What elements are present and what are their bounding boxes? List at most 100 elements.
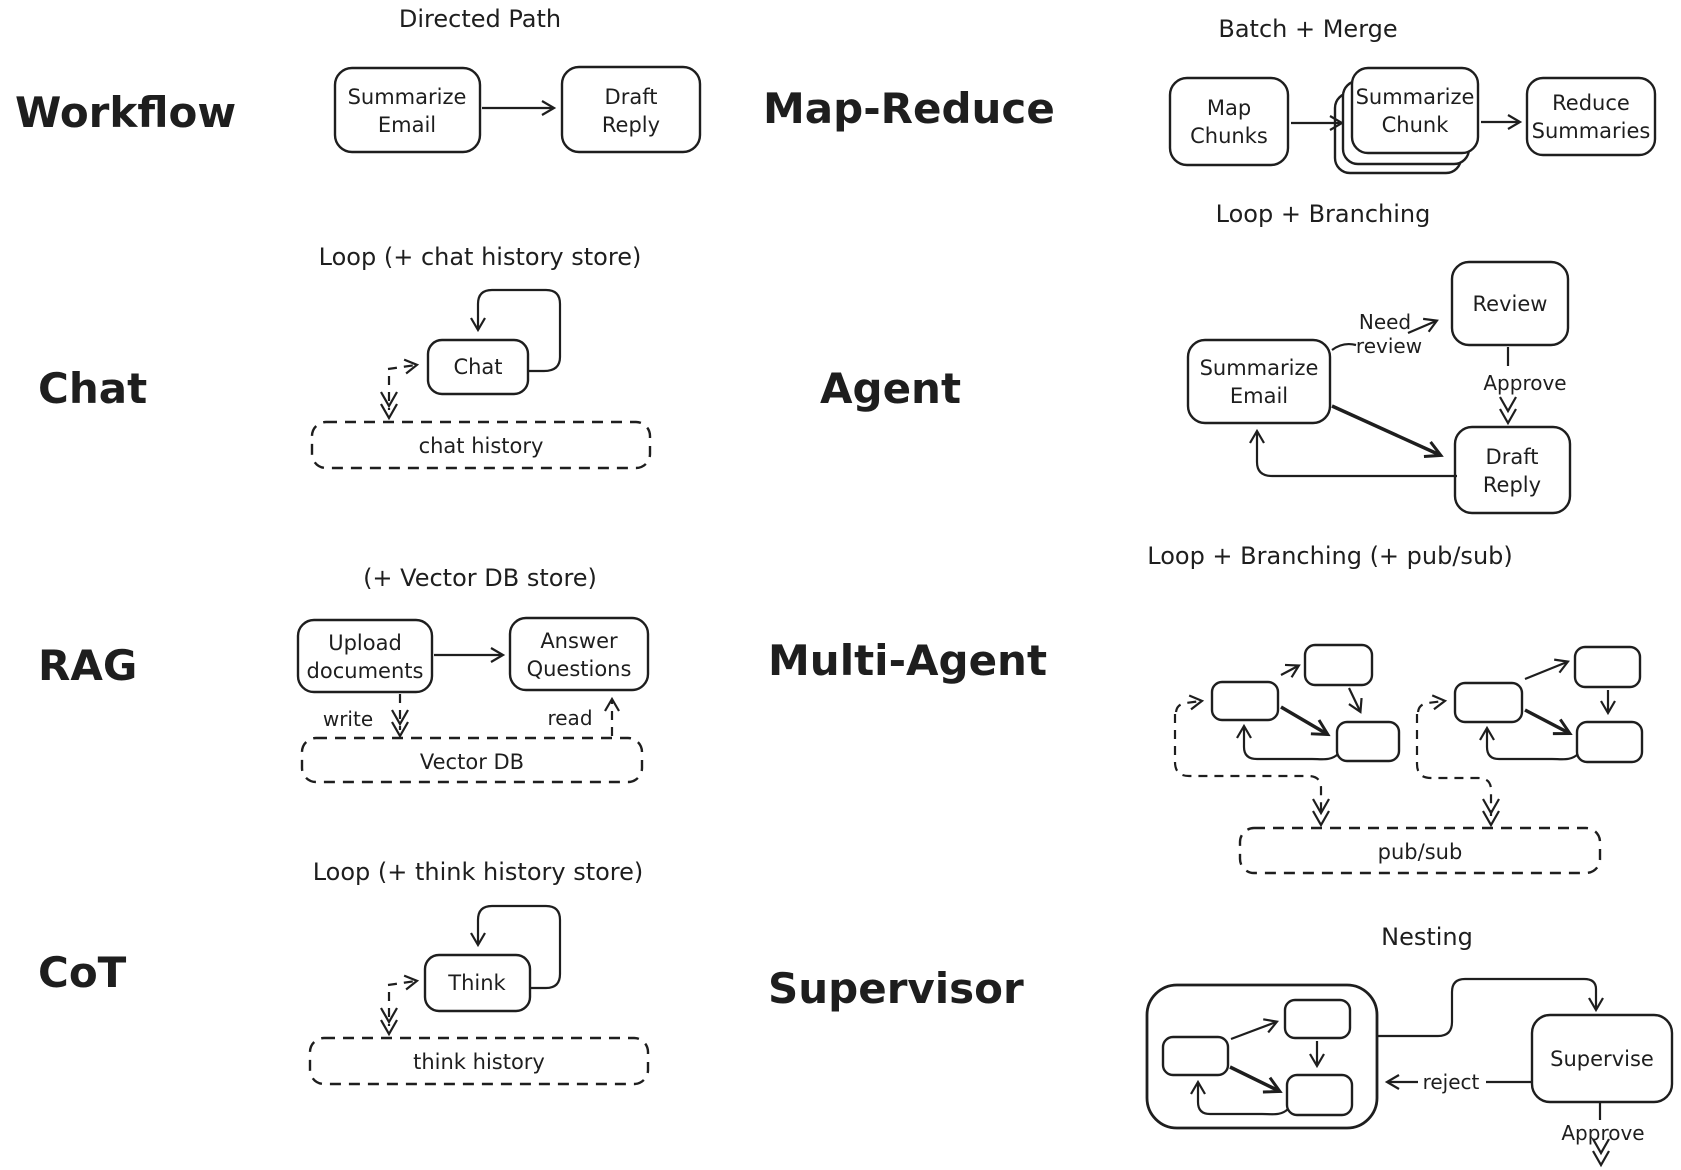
store-think-history-line1: think history: [413, 1050, 545, 1074]
node-summarize-email-line1: Summarize: [348, 85, 467, 109]
panel-cot: CoT Loop (+ think history store) Think t…: [38, 858, 650, 1086]
cluster2-arrow-a-b: [1524, 658, 1570, 681]
chat-self-loop-arrow: [470, 288, 562, 373]
cluster1-node-b: [1303, 643, 1374, 687]
node-chat-line1: Chat: [453, 355, 502, 379]
agent-need-review-label-line2: review: [1356, 334, 1422, 358]
cluster1-arrow-b-c: [1348, 687, 1363, 714]
agent-need-review-label-line1: Need: [1359, 310, 1411, 334]
cluster1-node-c: [1335, 720, 1401, 763]
cluster2-pubsub-dashed-line: [1415, 714, 1493, 816]
cot-entry-dashed-arrow: [387, 974, 420, 991]
rag-read-label: read: [547, 706, 592, 730]
supervisor-exit-arrow: [1378, 977, 1604, 1038]
node-reduce-summaries-line1: Reduce: [1552, 91, 1630, 115]
node-draft-reply-line2: Reply: [602, 113, 660, 137]
store-pub-sub: [1238, 826, 1602, 875]
chat-entry-dashed-arrow: [387, 358, 420, 375]
cluster1-entry-dashed-arrow: [1174, 694, 1205, 713]
chat-label: Chat: [38, 364, 147, 413]
rag-title: (+ Vector DB store): [363, 564, 597, 592]
node-summarize-chunk: [1350, 66, 1480, 155]
node-answer-questions: [508, 616, 650, 692]
cluster2-arrow-a-c: [1524, 708, 1573, 736]
chat-title: Loop (+ chat history store): [319, 243, 642, 271]
node-chat: [426, 338, 530, 396]
workflow-title: Directed Path: [399, 5, 561, 33]
cluster1-pubsub-dashed-line: [1173, 714, 1323, 816]
node-upload-documents: [296, 618, 434, 694]
nested-arrow-a-c: [1229, 1065, 1283, 1094]
cluster1-arrow-a-b: [1280, 663, 1301, 678]
map-reduce-label: Map-Reduce: [763, 84, 1055, 133]
supervisor-approve-label: Approve: [1561, 1121, 1644, 1145]
node-summarize-chunk-line1: Summarize: [1356, 85, 1475, 109]
node-think-line1: Think: [447, 971, 506, 995]
panel-agent: Agent Loop + Branching Summarize Email R…: [820, 200, 1572, 515]
agent-title: Loop + Branching: [1216, 200, 1431, 228]
panel-supervisor: Supervisor Nesting Supervise reject Appr…: [768, 923, 1674, 1167]
cluster1-node-a: [1210, 680, 1280, 722]
node-upload-documents-line2: documents: [307, 659, 424, 683]
node-agent-summarize-email: [1186, 338, 1332, 425]
store-chat-history-line1: chat history: [419, 434, 544, 458]
multi-agent-cluster-left: [1173, 643, 1401, 827]
node-upload-documents-line1: Upload: [328, 631, 402, 655]
multi-agent-label: Multi-Agent: [768, 636, 1047, 685]
node-reduce-summaries-line2: Summaries: [1532, 119, 1651, 143]
store-think-history: [308, 1036, 650, 1086]
node-map-chunks-line1: Map: [1207, 96, 1251, 120]
panel-map-reduce: Map-Reduce Batch + Merge Map Chunks Summ…: [763, 15, 1657, 175]
rag-label: RAG: [38, 641, 137, 690]
rag-write-label: write: [323, 707, 373, 731]
agent-approve-label: Approve: [1483, 371, 1566, 395]
cluster1-arrow-a-c: [1280, 705, 1331, 737]
cluster2-node-c: [1575, 720, 1644, 764]
node-summarize-chunk-line2: Chunk: [1382, 113, 1450, 137]
cot-title: Loop (+ think history store): [313, 858, 644, 886]
node-agent-draft-reply: [1453, 425, 1572, 515]
agent-loop-back-arrow: [1249, 428, 1457, 478]
nested-arrow-a-b: [1230, 1018, 1279, 1041]
cluster2-node-a: [1453, 681, 1524, 724]
node-agent-draft-reply-line2: Reply: [1483, 473, 1541, 497]
agent-approve-arrowhead: [1498, 395, 1518, 425]
cluster2-node-b: [1573, 645, 1642, 689]
node-summarize-email-line2: Email: [378, 113, 436, 137]
node-supervise-line1: Supervise: [1550, 1047, 1654, 1071]
panel-chat: Chat Loop (+ chat history store) Chat ch…: [38, 243, 652, 470]
store-pub-sub-line1: pub/sub: [1378, 840, 1463, 864]
agent-label: Agent: [820, 364, 961, 413]
workflow-label: Workflow: [15, 88, 236, 137]
node-agent-review: [1450, 260, 1570, 347]
agent-need-review-arrow: [1407, 317, 1439, 335]
agent-need-review-leader: [1331, 342, 1357, 351]
nested-node-b: [1283, 998, 1352, 1040]
store-vector-db-line1: Vector DB: [420, 750, 524, 774]
node-agent-summarize-email-line2: Email: [1230, 384, 1288, 408]
node-answer-questions-line2: Questions: [527, 657, 632, 681]
map-reduce-title: Batch + Merge: [1218, 15, 1397, 43]
node-think: [423, 953, 532, 1013]
node-supervise: [1530, 1013, 1674, 1104]
node-reduce-summaries: [1525, 76, 1657, 157]
store-chat-history: [310, 420, 652, 470]
node-agent-draft-reply-line1: Draft: [1486, 445, 1539, 469]
store-vector-db: [300, 736, 644, 784]
supervisor-reject-label: reject: [1423, 1070, 1480, 1094]
cluster2-entry-dashed-arrow: [1416, 694, 1448, 713]
cluster1-loop-back-arrow: [1236, 723, 1339, 761]
multi-agent-cluster-right: [1415, 645, 1644, 827]
supervisor-label: Supervisor: [768, 964, 1024, 1013]
supervisor-title: Nesting: [1381, 923, 1473, 951]
node-map-chunks: [1168, 76, 1290, 167]
node-agent-summarize-email-line1: Summarize: [1200, 356, 1319, 380]
node-draft-reply: [560, 65, 702, 154]
panel-multi-agent: Multi-Agent Loop + Branching (+ pub/sub): [768, 542, 1644, 875]
multi-agent-title: Loop + Branching (+ pub/sub): [1147, 542, 1513, 570]
nested-node-c: [1285, 1073, 1354, 1117]
cot-self-loop-arrow: [470, 904, 562, 990]
node-summarize-email: [333, 66, 482, 154]
panel-workflow: Workflow Directed Path Summarize Email D…: [15, 5, 702, 154]
